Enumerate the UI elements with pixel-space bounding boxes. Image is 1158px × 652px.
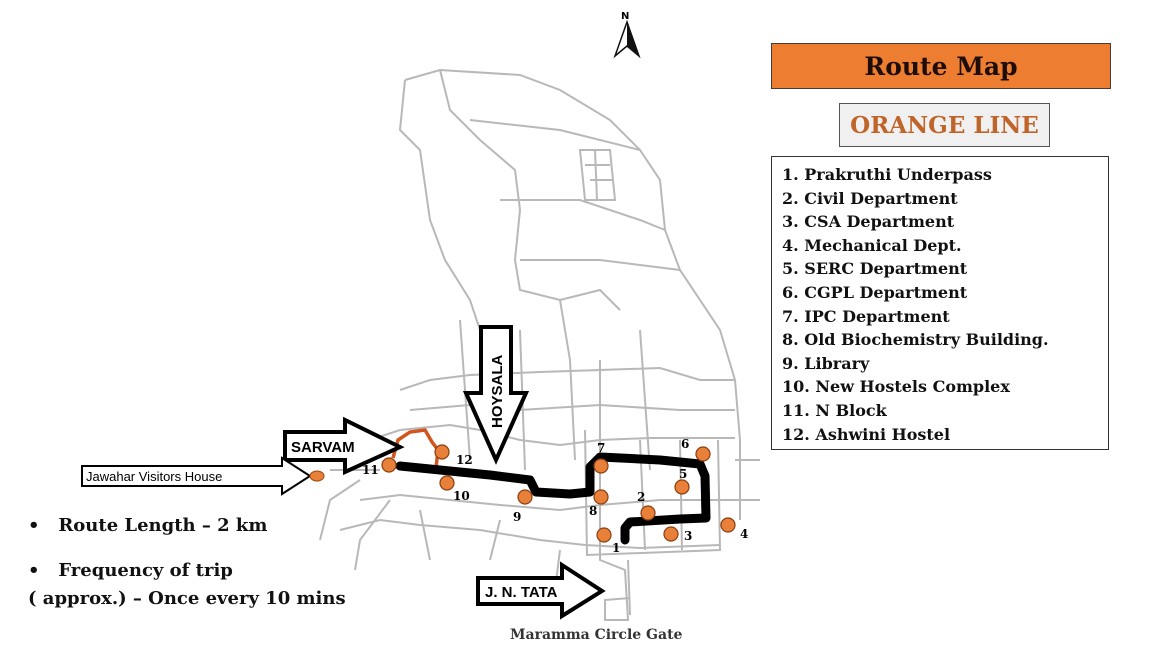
legend-stop: 4. Mechanical Dept. <box>782 235 962 255</box>
legend-stop: 11. N Block <box>782 400 887 420</box>
stop-number: 10 <box>453 489 470 503</box>
road-network <box>319 68 760 621</box>
gate-label: Maramma Circle Gate <box>510 627 683 643</box>
legend-stop: 8. Old Biochemistry Building. <box>782 330 1049 350</box>
stop-marker <box>596 527 612 543</box>
legend-stop: 3. CSA Department <box>782 212 955 232</box>
stop-number: 7 <box>597 441 605 455</box>
legend-stop: 9. Library <box>782 353 870 373</box>
stop-marker <box>381 457 397 473</box>
legend-stop: 7. IPC Department <box>782 306 950 326</box>
stop-number: 11 <box>362 463 379 477</box>
route-length: • Route Length – 2 km <box>28 515 267 536</box>
stop-number: 5 <box>679 467 687 481</box>
compass: N <box>613 11 641 59</box>
stop-marker <box>517 489 533 505</box>
jawahar-label: Jawahar Visitors House <box>86 469 222 484</box>
line-name: ORANGE LINE <box>839 103 1050 147</box>
sarvam-pointer: SARVAM <box>283 416 405 476</box>
stop-marker <box>720 517 736 533</box>
stop-number: 6 <box>681 437 689 451</box>
jn-tata-label: J. N. TATA <box>485 584 558 601</box>
hoysala-label: HOYSALA <box>489 354 506 428</box>
stop-marker <box>593 458 609 474</box>
stops-legend: 1. Prakruthi Underpass 2. Civil Departme… <box>771 156 1109 450</box>
route-map-title: Route Map <box>771 43 1111 89</box>
frequency-detail: ( approx.) – Once every 10 mins <box>28 588 346 609</box>
stop-number: 8 <box>589 504 597 518</box>
bullet: • <box>28 560 40 581</box>
legend-stop: 5. SERC Department <box>782 259 968 279</box>
jn-tata-pointer: J. N. TATA <box>476 561 606 620</box>
stop-number: 2 <box>637 490 645 504</box>
stop-marker <box>640 505 656 521</box>
frequency-text: Frequency of trip <box>58 560 233 581</box>
stop-marker <box>593 489 609 505</box>
stop-marker <box>663 526 679 542</box>
route-length-text: Route Length – 2 km <box>58 515 268 536</box>
stop-number: 1 <box>612 541 620 555</box>
legend-stop: 10. New Hostels Complex <box>782 377 1010 397</box>
stop-marker <box>439 475 455 491</box>
sarvam-label: SARVAM <box>291 439 355 456</box>
orange-line-route <box>395 452 711 545</box>
stop-number: 3 <box>684 529 692 543</box>
hoysala-pointer: HOYSALA <box>462 325 530 465</box>
stop-marker <box>695 446 711 462</box>
stop-marker <box>434 444 450 460</box>
jawahar-pointer: Jawahar Visitors House <box>81 456 325 496</box>
stop-number: 4 <box>740 527 748 541</box>
stop-number: 12 <box>456 453 473 467</box>
legend-stop: 12. Ashwini Hostel <box>782 424 951 444</box>
legend-stop: 6. CGPL Department <box>782 282 968 302</box>
legend-stop: 1. Prakruthi Underpass <box>782 165 992 184</box>
frequency: • Frequency of trip <box>28 560 233 581</box>
bullet: • <box>28 515 40 536</box>
north-label: N <box>621 11 629 22</box>
jawahar-marker <box>309 470 325 482</box>
stop-marker <box>674 479 690 495</box>
legend-stop: 2. Civil Department <box>782 188 958 208</box>
stop-number: 9 <box>513 510 521 524</box>
